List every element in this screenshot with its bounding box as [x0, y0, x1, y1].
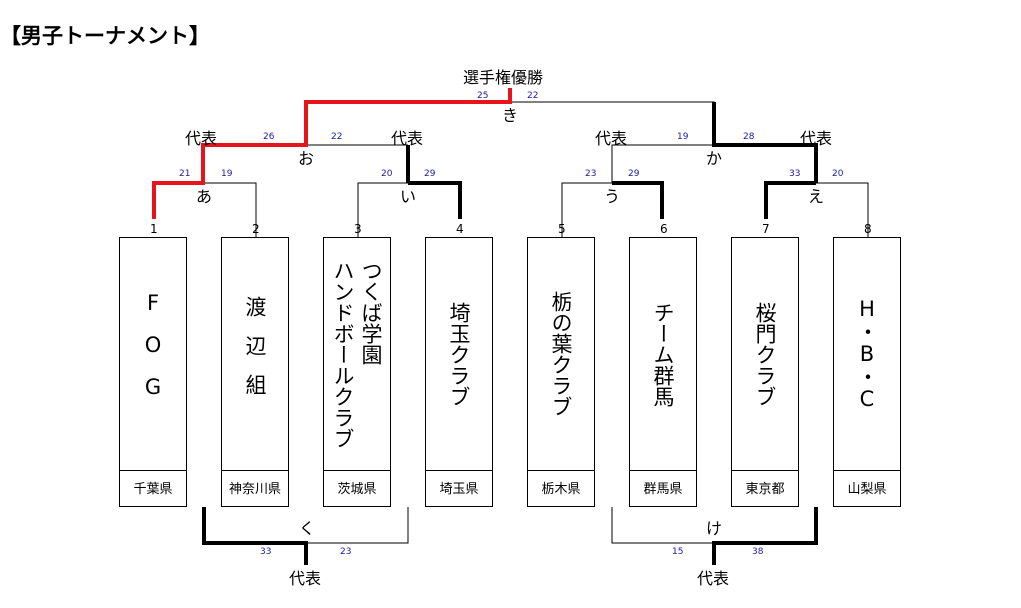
team-name: H・B・C — [855, 297, 879, 411]
score-o-right: 22 — [331, 132, 343, 142]
team-box-3: つくば学園 ハンドボールクラブ 茨城県 — [323, 237, 391, 507]
team-box-6: チーム群馬 群馬県 — [629, 237, 697, 507]
slot-number-6: 6 — [660, 222, 668, 236]
team-name: チーム群馬 — [651, 301, 675, 407]
champion-label: 選手権優勝 — [463, 68, 544, 87]
team-prefecture: 千葉県 — [133, 482, 173, 497]
score-o-left: 26 — [263, 132, 275, 142]
match-u-label: う — [604, 187, 621, 206]
score-ki-right: 22 — [527, 91, 539, 101]
team-name: 埼玉クラブ — [447, 301, 471, 407]
line-e-right — [816, 182, 869, 237]
score-ka-left: 19 — [677, 132, 689, 142]
score-ku-left: 33 — [260, 547, 272, 557]
line-ka-left — [611, 144, 714, 183]
slot-number-4: 4 — [456, 222, 464, 236]
score-e-left: 33 — [789, 169, 801, 179]
slot-number-5: 5 — [558, 222, 566, 236]
team-prefecture: 埼玉県 — [439, 482, 479, 497]
match-ki-label: き — [502, 106, 519, 125]
line-ku-right — [306, 507, 409, 544]
line-i-left — [357, 182, 408, 237]
slot-number-3: 3 — [354, 222, 362, 236]
team-prefecture: 栃木県 — [541, 482, 581, 497]
score-a-right: 19 — [221, 169, 233, 179]
team-box-5: 栃の葉クラブ 栃木県 — [527, 237, 595, 507]
team-prefecture: 東京都 — [745, 482, 785, 497]
rep-label-2: 代表 — [391, 129, 424, 148]
match-ka-label: か — [706, 149, 723, 168]
team-box-2: 渡辺組 神奈川県 — [221, 237, 289, 507]
team-box-4: 埼玉クラブ 埼玉県 — [425, 237, 493, 507]
slot-number-7: 7 — [762, 222, 770, 236]
rep-label-6: 代表 — [697, 569, 730, 588]
line-ke-winner — [712, 507, 818, 565]
score-ke-left: 15 — [672, 547, 684, 557]
match-ke-label: け — [706, 519, 723, 538]
slot-number-8: 8 — [864, 222, 872, 236]
score-ku-right: 23 — [340, 547, 352, 557]
team-prefecture: 茨城県 — [337, 482, 377, 497]
match-i-label: い — [400, 187, 417, 206]
score-ki-left: 25 — [477, 91, 489, 101]
score-ke-right: 38 — [752, 547, 764, 557]
team-prefecture: 群馬県 — [643, 482, 683, 497]
team-name: 渡辺組 — [243, 295, 267, 413]
rep-label-5: 代表 — [289, 569, 322, 588]
line-ke-left — [611, 507, 714, 544]
match-o-label: お — [298, 149, 315, 168]
score-i-left: 20 — [381, 169, 393, 179]
team-box-7: 桜門クラブ 東京都 — [731, 237, 799, 507]
match-a-label: あ — [196, 187, 213, 206]
score-u-right: 29 — [628, 169, 640, 179]
rep-label-4: 代表 — [800, 129, 833, 148]
score-a-left: 21 — [179, 169, 191, 179]
team-name: FOG — [141, 291, 165, 417]
line-ka-winner — [712, 102, 818, 183]
score-ka-right: 28 — [743, 132, 755, 142]
score-i-right: 29 — [424, 169, 436, 179]
score-e-right: 20 — [832, 169, 844, 179]
line-e-winner — [764, 181, 816, 219]
line-u-left — [561, 182, 612, 237]
slot-number-2: 2 — [252, 222, 260, 236]
rep-label-3: 代表 — [595, 129, 628, 148]
team-prefecture: 山梨県 — [847, 482, 887, 497]
line-u-winner — [612, 181, 664, 219]
line-a-right — [203, 182, 257, 237]
team-name: 桜門クラブ — [753, 301, 777, 407]
slot-number-1: 1 — [150, 222, 158, 236]
team-name: 栃の葉クラブ — [549, 291, 573, 417]
match-ku-label: く — [299, 519, 316, 538]
line-i-winner — [408, 181, 462, 219]
match-e-label: え — [808, 187, 825, 206]
rep-label-1: 代表 — [185, 129, 218, 148]
line-winner-path — [152, 88, 512, 219]
score-u-left: 23 — [585, 169, 597, 179]
team-prefecture: 神奈川県 — [228, 482, 281, 497]
line-ku-winner — [202, 507, 308, 565]
page-title: 【男子トーナメント】 — [0, 24, 210, 48]
team-box-1: FOG 千葉県 — [119, 237, 187, 507]
team-name: つくば学園 ハンドボールクラブ — [331, 259, 383, 449]
team-box-8: H・B・C 山梨県 — [833, 237, 901, 507]
